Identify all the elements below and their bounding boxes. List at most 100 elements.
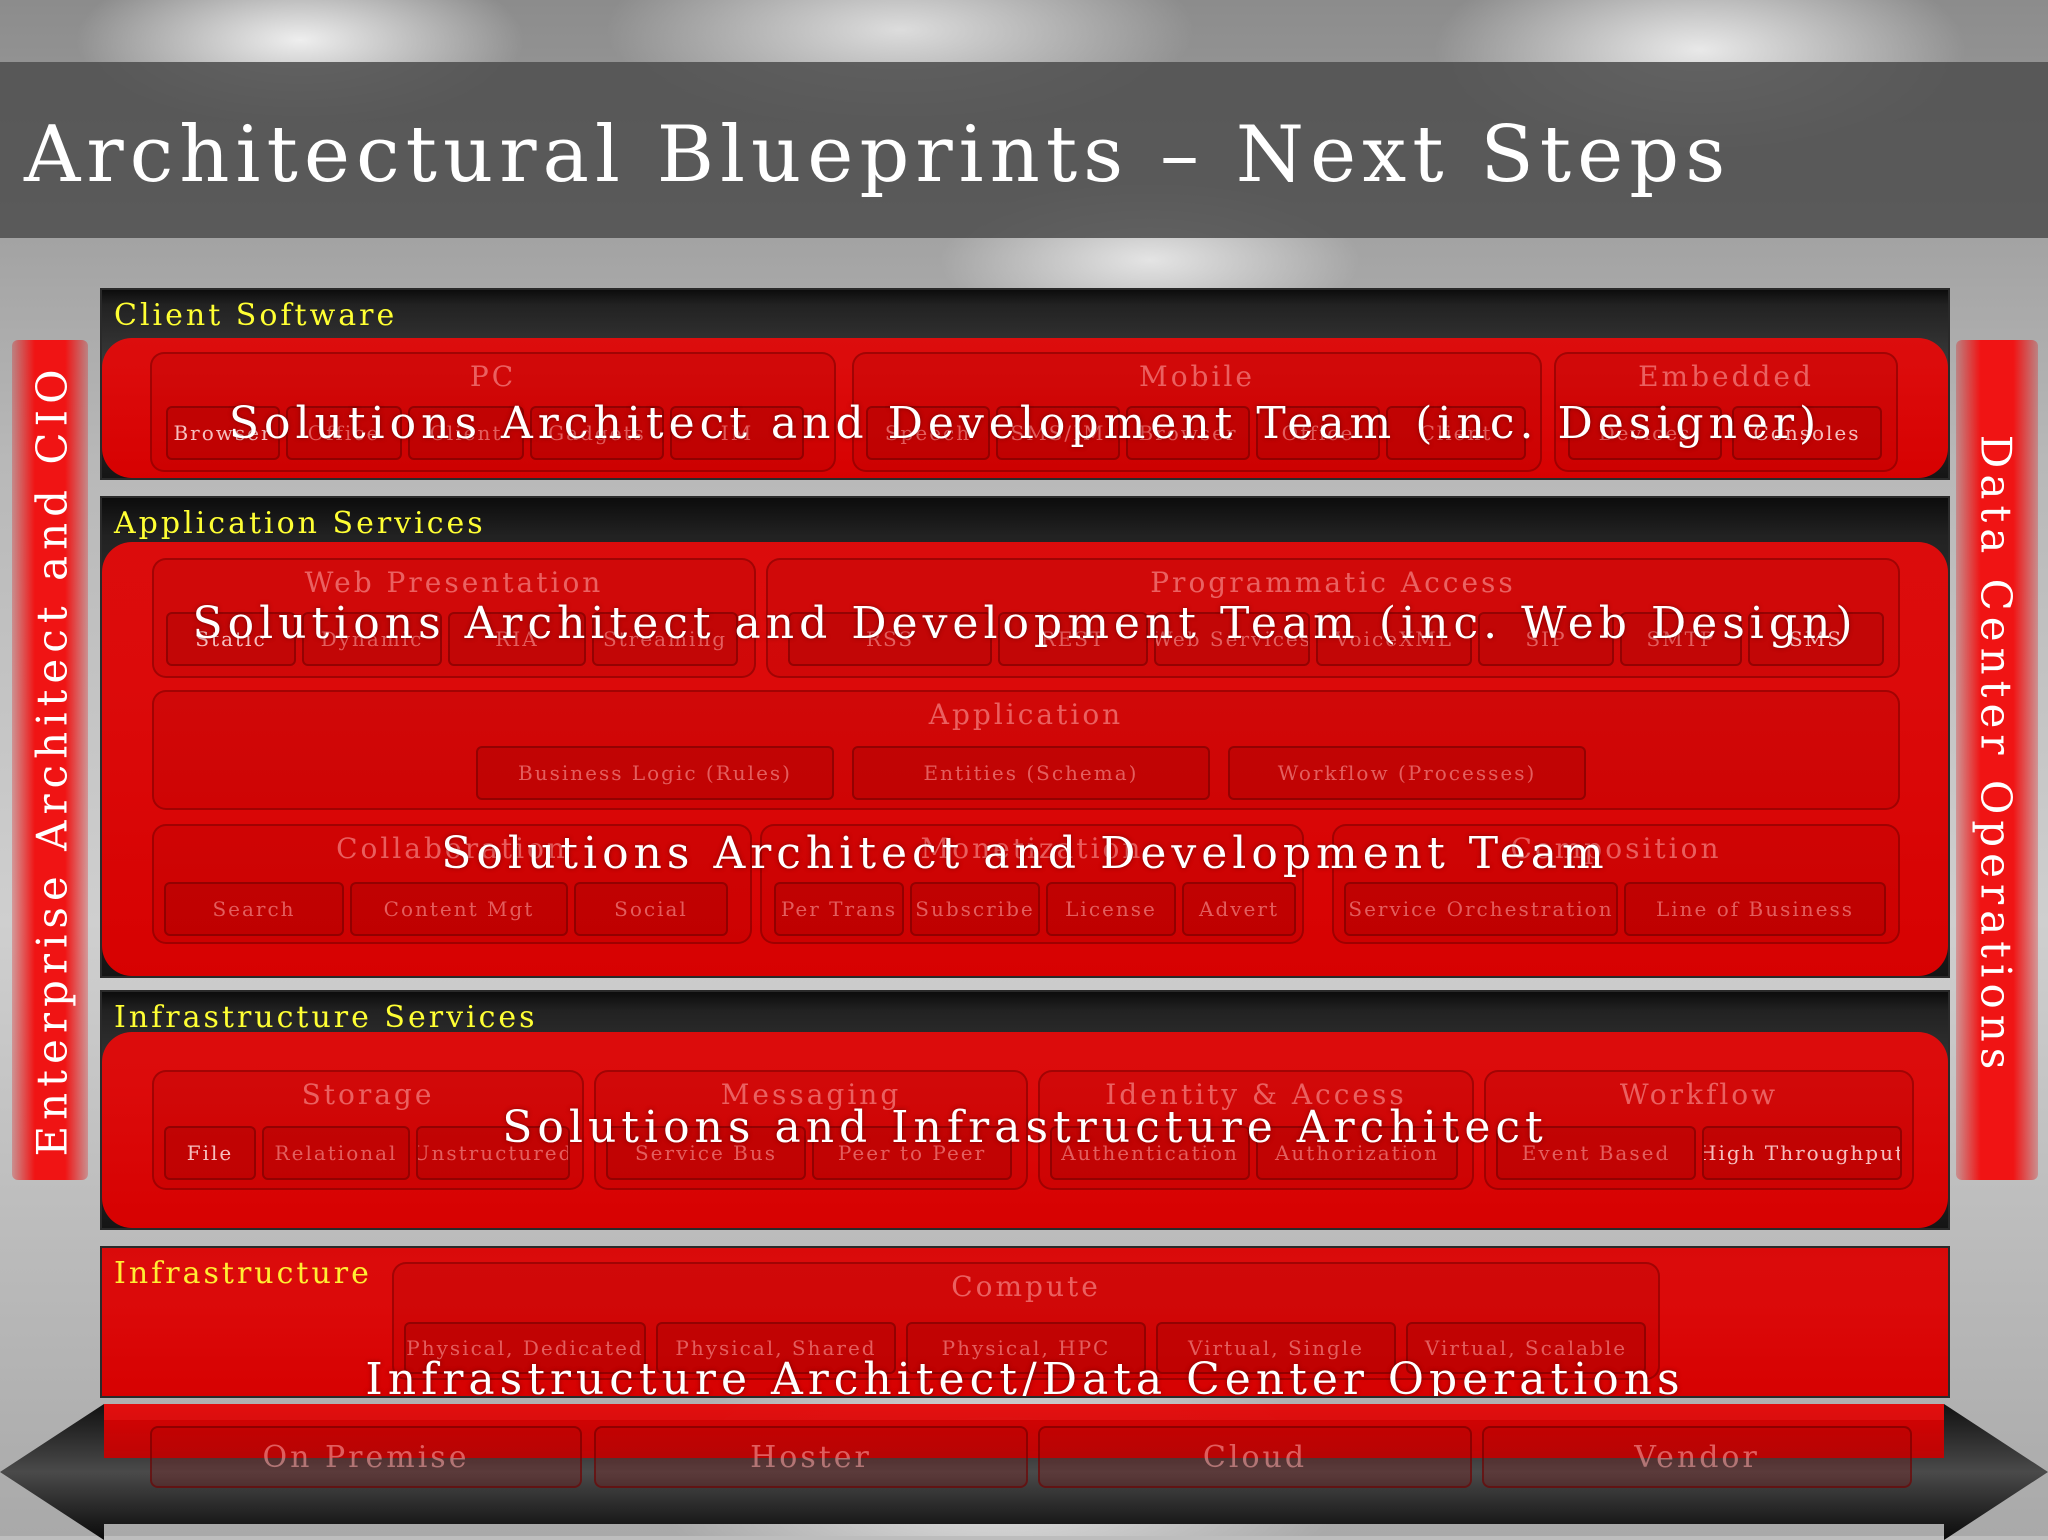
cell: Authorization: [1256, 1126, 1458, 1180]
cell: RIA: [448, 612, 586, 666]
cell: Physical, Shared: [656, 1322, 896, 1374]
cell: Line of Business: [1624, 882, 1886, 936]
group-messaging: Messaging Service Bus Peer to Peer: [594, 1070, 1028, 1190]
group-title: Mobile: [1139, 360, 1255, 393]
group-title: Composition: [1510, 832, 1722, 865]
cell: Devices: [1568, 406, 1722, 460]
cell: VoiceXML: [1316, 612, 1472, 666]
cell: Business Logic (Rules): [476, 746, 834, 800]
cell: Social: [574, 882, 728, 936]
infra-services-overlay-role: Solutions and Infrastructure Architect: [502, 1102, 1548, 1153]
group-title: Collaboration: [336, 832, 568, 865]
cell: Virtual, Single: [1156, 1322, 1396, 1374]
group-identity-access: Identity & Access Authentication Authori…: [1038, 1070, 1474, 1190]
app-overlay-role-top: Solutions Architect and Development Team…: [192, 598, 1858, 649]
client-overlay-role: Solutions Architect and Development Team…: [228, 398, 1822, 449]
cell: Relational: [262, 1126, 410, 1180]
cell: REST: [998, 612, 1148, 666]
cell: RSS: [788, 612, 992, 666]
infra-overlay-role: Infrastructure Architect/Data Center Ope…: [365, 1354, 1685, 1398]
cell: Entities (Schema): [852, 746, 1210, 800]
group-composition: Composition Service Orchestration Line o…: [1332, 824, 1900, 944]
cell: Browser: [1126, 406, 1250, 460]
group-title: Storage: [301, 1078, 435, 1111]
cell: Subscribe: [910, 882, 1040, 936]
slide-title: Architectural Blueprints – Next Steps: [24, 110, 1732, 200]
layer-label: Client Software: [114, 298, 398, 333]
cell: Client: [408, 406, 524, 460]
left-role-bar: [12, 340, 88, 1180]
cell: Unstructured: [416, 1126, 570, 1180]
cell: Search: [164, 882, 344, 936]
cell: Consoles: [1732, 406, 1882, 460]
cell: Web Services: [1154, 612, 1310, 666]
cell: Virtual, Scalable: [1406, 1322, 1646, 1374]
group-application: Application Business Logic (Rules) Entit…: [152, 690, 1900, 810]
red-overlay: [102, 542, 1948, 976]
hosting-on-premise: On Premise: [150, 1426, 582, 1488]
cell: SMS: [1748, 612, 1884, 666]
app-overlay-role-bottom: Solutions Architect and Development Team: [441, 828, 1609, 879]
group-title: Monetization: [920, 832, 1144, 865]
group-title: Embedded: [1638, 360, 1814, 393]
left-role-label: Enterprise Architect and CIO: [27, 363, 77, 1157]
group-title: Workflow: [1619, 1078, 1779, 1111]
cell: File: [164, 1126, 256, 1180]
group-compute: Compute Physical, Dedicated Physical, Sh…: [392, 1262, 1660, 1380]
cell: Event Based: [1496, 1126, 1696, 1180]
cell: Physical, HPC: [906, 1322, 1146, 1374]
application-services-layer: Application Services Web Presentation St…: [100, 496, 1950, 978]
layer-label: Application Services: [114, 506, 486, 541]
cell: SMS/IM: [996, 406, 1120, 460]
infrastructure-layer: Infrastructure Compute Physical, Dedicat…: [100, 1246, 1950, 1398]
client-software-layer: Client Software PC Browser Office Client…: [100, 288, 1950, 480]
group-title: Application: [928, 698, 1124, 731]
cell: Static: [166, 612, 296, 666]
cell: IM: [670, 406, 804, 460]
cell: Service Bus: [606, 1126, 806, 1180]
group-pc: PC Browser Office Client Gadgets IM: [150, 352, 836, 472]
cell: Browser: [166, 406, 280, 460]
right-role-label: Data Center Operations: [1971, 434, 2021, 1076]
cell: SMTP: [1620, 612, 1742, 666]
group-mobile: Mobile Speech SMS/IM Browser Office Clie…: [852, 352, 1542, 472]
group-title: PC: [469, 360, 517, 393]
cell: Client: [1386, 406, 1526, 460]
infrastructure-services-layer: Infrastructure Services Storage File Rel…: [100, 990, 1950, 1230]
right-role-bar: [1956, 340, 2038, 1180]
group-title: Programmatic Access: [1150, 566, 1516, 599]
hosting-hoster: Hoster: [594, 1426, 1028, 1488]
group-title: Messaging: [720, 1078, 902, 1111]
group-monetization: Monetization Per Trans Subscribe License…: [760, 824, 1304, 944]
cell: License: [1046, 882, 1176, 936]
cell: Peer to Peer: [812, 1126, 1012, 1180]
layer-label: Infrastructure: [114, 1256, 372, 1291]
hosting-cloud: Cloud: [1038, 1426, 1472, 1488]
layer-label: Infrastructure Services: [114, 1000, 538, 1035]
cell: Speech: [866, 406, 990, 460]
title-bar: [0, 62, 2048, 238]
group-storage: Storage File Relational Unstructured: [152, 1070, 584, 1190]
cell: Authentication: [1050, 1126, 1250, 1180]
group-title: Web Presentation: [304, 566, 604, 599]
cell: High Throughput: [1702, 1126, 1902, 1180]
cell: Workflow (Processes): [1228, 746, 1586, 800]
cell: Service Orchestration: [1344, 882, 1618, 936]
group-collaboration: Collaboration Search Content Mgt Social: [152, 824, 752, 944]
cell: Office: [286, 406, 402, 460]
hosting-vendor: Vendor: [1482, 1426, 1912, 1488]
cell: Office: [1256, 406, 1380, 460]
group-web-presentation: Web Presentation Static Dynamic RIA Stre…: [152, 558, 756, 678]
group-embedded: Embedded Devices Consoles: [1554, 352, 1898, 472]
group-title: Identity & Access: [1105, 1078, 1407, 1111]
cell: Gadgets: [530, 406, 664, 460]
group-workflow: Workflow Event Based High Throughput: [1484, 1070, 1914, 1190]
group-title: Compute: [951, 1270, 1101, 1303]
cell: Advert: [1182, 882, 1296, 936]
cell: Streaming: [592, 612, 738, 666]
cell: SIP: [1478, 612, 1614, 666]
cell: Content Mgt: [350, 882, 568, 936]
group-programmatic-access: Programmatic Access RSS REST Web Service…: [766, 558, 1900, 678]
cell: Per Trans: [774, 882, 904, 936]
cell: Physical, Dedicated: [404, 1322, 646, 1374]
